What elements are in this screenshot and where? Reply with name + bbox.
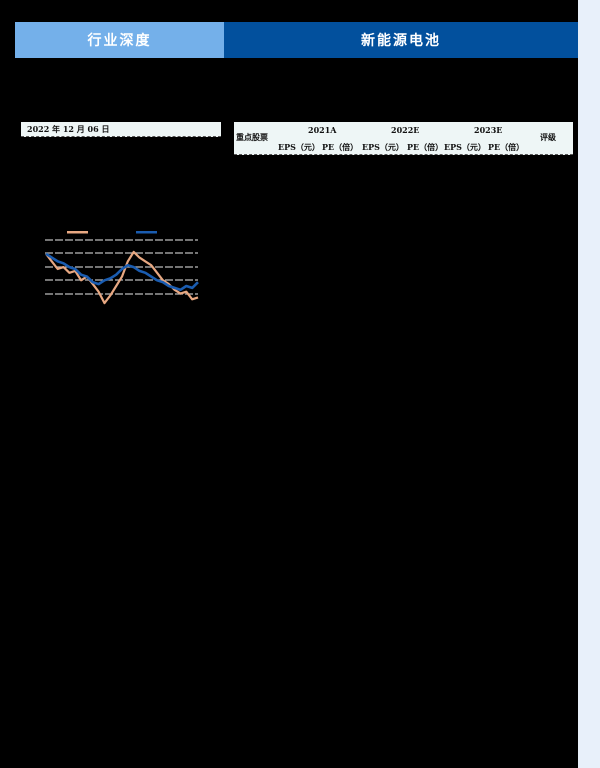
col-year-2023: 2023E	[474, 125, 503, 135]
col-key-stocks: 重点股票	[236, 132, 268, 142]
legend-swatch-orange	[67, 231, 88, 234]
col-pe-2022: PE（倍）	[407, 142, 444, 152]
legend-swatch-blue	[136, 231, 157, 234]
sector-title: 新能源电池	[361, 33, 441, 49]
col-eps-2023: EPS（元）	[444, 142, 486, 152]
col-rating: 评级	[540, 132, 556, 142]
legend	[67, 231, 157, 234]
col-year-2022: 2022E	[391, 125, 420, 135]
report-category: 行业深度	[87, 33, 152, 49]
series-orange-line	[45, 250, 199, 305]
col-eps-2021: EPS（元）	[278, 142, 320, 152]
col-pe-2021: PE（倍）	[322, 142, 359, 152]
col-eps-2022: EPS（元）	[362, 142, 404, 152]
key-stocks-table-header: 重点股票 2021A 2022E 2023E EPS（元） PE（倍） EPS（…	[234, 122, 573, 155]
stock-performance-chart	[45, 231, 199, 305]
series-blue-line	[45, 252, 199, 292]
report-category-banner: 行业深度	[15, 22, 224, 58]
col-pe-2023: PE（倍）	[488, 142, 525, 152]
col-year-2021: 2021A	[308, 125, 337, 135]
sector-banner: 新能源电池	[224, 22, 578, 58]
side-strip	[578, 0, 600, 768]
report-date-bar: 2022 年 12 月 06 日	[21, 122, 221, 137]
report-date: 2022 年 12 月 06 日	[27, 123, 110, 134]
